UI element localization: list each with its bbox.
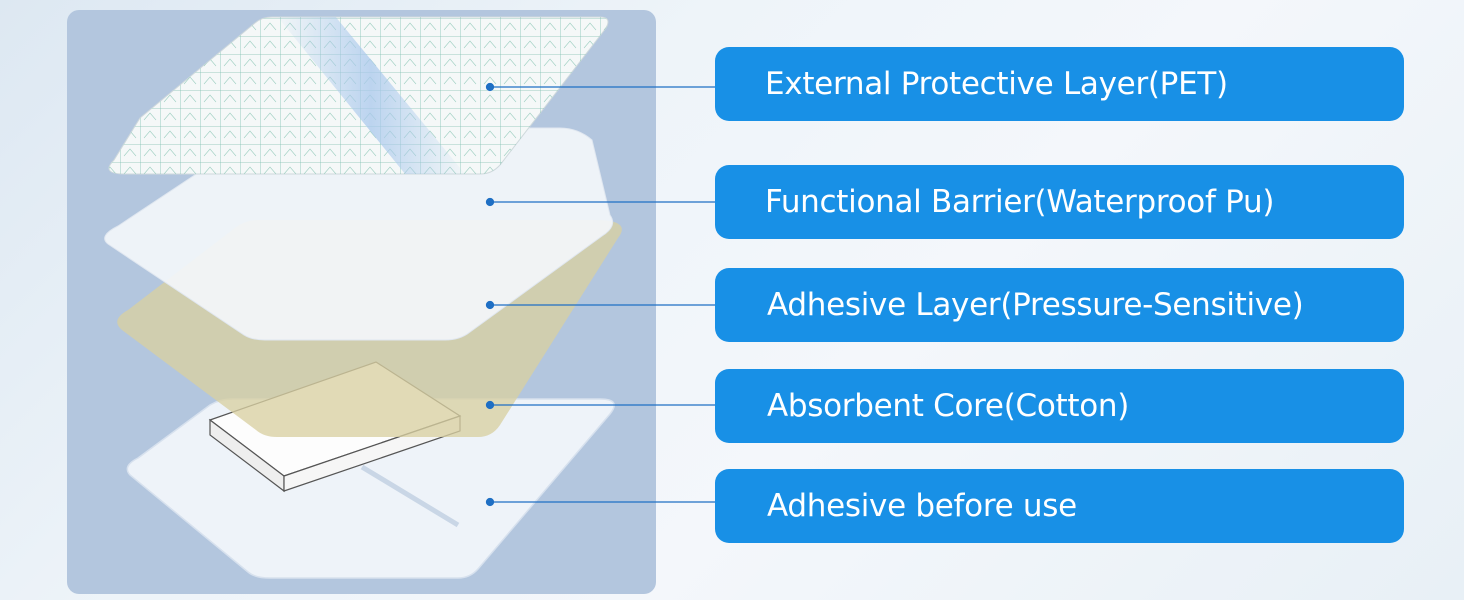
connector-dot bbox=[485, 497, 495, 507]
connector-dot bbox=[485, 197, 495, 207]
label-external-protective-layer: External Protective Layer(PET) bbox=[715, 47, 1404, 121]
pet-film-layer bbox=[108, 16, 609, 175]
connector-lines bbox=[485, 82, 715, 507]
label-functional-barrier: Functional Barrier(Waterproof Pu) bbox=[715, 165, 1404, 239]
label-adhesive-before-use: Adhesive before use bbox=[715, 469, 1404, 543]
label-adhesive-layer: Adhesive Layer(Pressure-Sensitive) bbox=[715, 268, 1404, 342]
connector-dot bbox=[485, 82, 495, 92]
connector-dot bbox=[485, 400, 495, 410]
label-absorbent-core: Absorbent Core(Cotton) bbox=[715, 369, 1404, 443]
connector-dot bbox=[485, 300, 495, 310]
